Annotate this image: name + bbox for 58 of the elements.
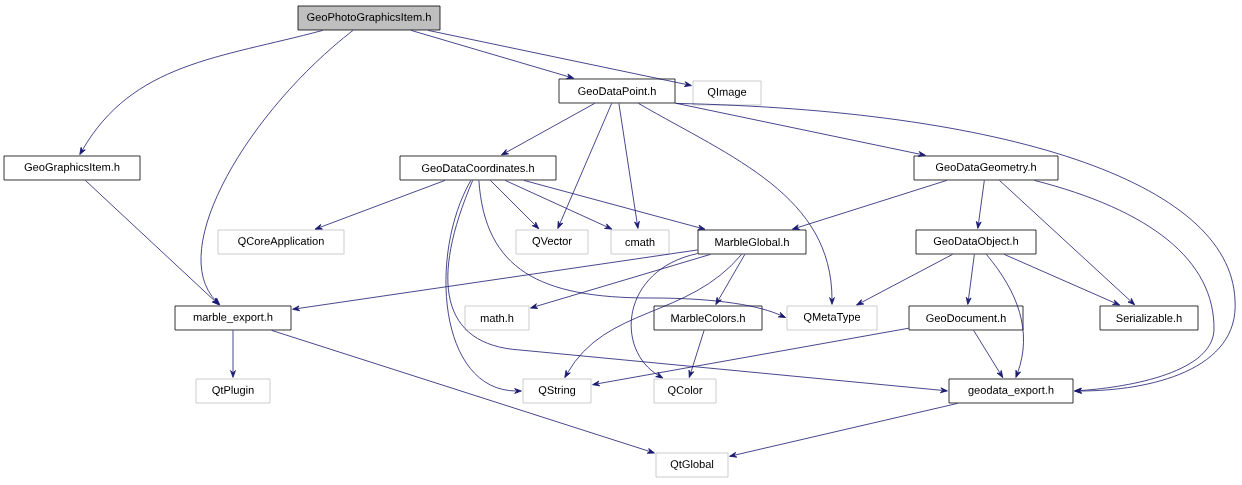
arrow <box>791 180 948 230</box>
header-box: GeoDataCoordinates.h <box>399 155 557 181</box>
header-box: marble_export.h <box>174 305 292 331</box>
arrow <box>427 30 692 87</box>
arrow <box>688 330 705 378</box>
header-box: geodata_export.h <box>948 378 1074 404</box>
header-box: QtPlugin <box>195 378 271 404</box>
header-box: QtGlobal <box>655 452 729 478</box>
arrow <box>638 103 835 305</box>
arrow <box>79 30 324 155</box>
header-box: QVector <box>515 229 589 255</box>
header-box: QMetaType <box>786 305 878 331</box>
arrow <box>292 249 698 312</box>
header-box: MarbleGlobal.h <box>697 229 807 255</box>
arrow <box>1003 254 1121 306</box>
arrow <box>1034 180 1215 394</box>
header-box: MarbleColors.h <box>653 305 763 331</box>
arrow <box>271 330 655 454</box>
header-box: QCoreApplication <box>217 229 345 255</box>
arrow <box>530 254 711 309</box>
header-box: GeoDataPoint.h <box>558 78 676 104</box>
arrow <box>230 330 236 378</box>
arrow <box>856 254 953 306</box>
arrow <box>523 180 706 231</box>
header-box: cmath <box>610 229 670 255</box>
arrow <box>729 403 958 458</box>
header-box: GeoDocument.h <box>908 305 1024 331</box>
arrow <box>490 180 540 230</box>
arrow <box>501 103 596 156</box>
arrow <box>201 30 354 306</box>
arrow <box>410 30 575 80</box>
arrow <box>504 180 613 230</box>
header-box: QColor <box>653 378 717 404</box>
header-box: QString <box>522 378 592 404</box>
arrow <box>445 180 522 394</box>
arrow <box>675 103 1236 394</box>
arrow <box>618 103 640 229</box>
header-box: math.h <box>464 305 530 331</box>
arrow <box>592 327 909 387</box>
arrow <box>478 180 786 318</box>
arrow <box>999 180 1136 306</box>
header-box: GeoPhotoGraphicsItem.h <box>297 5 441 31</box>
arrow <box>965 254 975 305</box>
arrow <box>975 180 985 229</box>
header-box: GeoGraphicsItem.h <box>3 155 141 181</box>
header-box: GeoDataObject.h <box>915 229 1037 255</box>
arrow <box>84 180 220 306</box>
header-box: QImage <box>692 80 762 106</box>
arrow <box>557 103 613 229</box>
arrow <box>715 254 746 305</box>
arrow <box>314 180 446 230</box>
arrow <box>447 180 948 394</box>
arrow <box>986 254 1024 378</box>
header-box: Serializable.h <box>1099 305 1199 331</box>
header-box: GeoDataGeometry.h <box>913 155 1059 181</box>
arrow <box>973 330 1004 378</box>
arrow <box>564 254 742 378</box>
arrow <box>630 253 698 379</box>
